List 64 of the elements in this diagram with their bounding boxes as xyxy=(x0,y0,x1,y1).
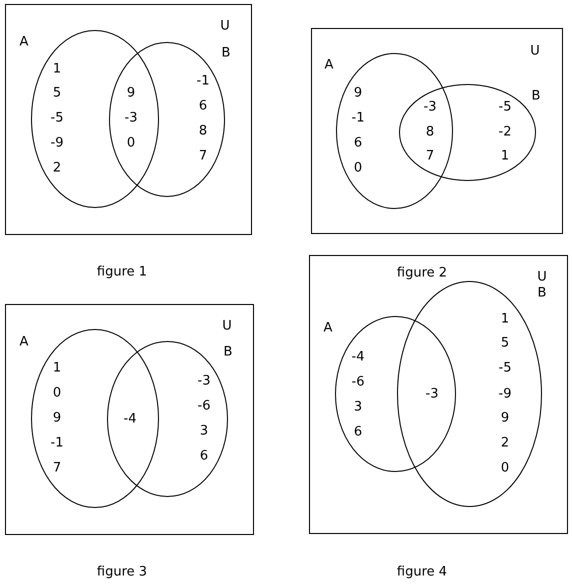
universal-set-rectangle xyxy=(311,28,563,234)
figure-caption: figure 2 xyxy=(396,266,448,280)
set-element: 9 xyxy=(52,412,62,424)
set-element: 1 xyxy=(52,362,62,374)
set-element: -4 xyxy=(124,412,136,426)
set-element: 0 xyxy=(126,136,136,150)
figure-caption: figure 4 xyxy=(396,566,448,578)
set-label: A xyxy=(324,322,332,334)
set-element: -9 xyxy=(50,136,64,150)
set-element: 8 xyxy=(198,124,208,138)
figure-caption: figure 1 xyxy=(96,266,148,278)
set-label: A xyxy=(324,58,334,72)
set-element: 3 xyxy=(354,400,362,414)
set-element: 0 xyxy=(500,462,510,474)
set-element: 3 xyxy=(200,424,208,438)
set-element: 1 xyxy=(500,312,510,326)
set-element: 6 xyxy=(354,426,362,438)
set-element: -2 xyxy=(498,126,512,138)
set-element: -3 xyxy=(426,388,438,400)
set-element: -1 xyxy=(50,436,64,450)
set-element: 6 xyxy=(200,450,208,462)
universal-set-label: U xyxy=(537,270,547,284)
universal-set-rectangle xyxy=(309,255,568,534)
universal-set-label: U xyxy=(222,320,232,332)
universal-set-rectangle xyxy=(5,304,254,535)
universal-set-label: U xyxy=(220,20,230,32)
set-element: 7 xyxy=(198,150,208,162)
set-element: 2 xyxy=(52,162,62,174)
set-label: A xyxy=(20,336,28,348)
set-element: -3 xyxy=(124,112,138,124)
set-element: -1 xyxy=(196,74,210,88)
set-element: 8 xyxy=(426,126,434,138)
set-element: 0 xyxy=(52,386,62,400)
set-element: 6 xyxy=(354,136,362,150)
set-label: B xyxy=(222,46,230,60)
set-element: 9 xyxy=(500,412,510,424)
set-element: 5 xyxy=(500,336,510,350)
universal-set-label: U xyxy=(530,44,540,58)
set-label: B xyxy=(532,90,540,102)
set-label: B xyxy=(538,286,546,300)
universal-set-rectangle xyxy=(5,4,252,235)
set-label: B xyxy=(224,346,232,358)
set-label: A xyxy=(20,36,28,48)
figure-caption: figure 3 xyxy=(96,566,148,578)
set-element: 9 xyxy=(126,86,136,100)
set-element: -3 xyxy=(198,374,210,388)
set-element: 5 xyxy=(52,86,62,100)
set-element: 1 xyxy=(500,150,510,162)
set-element: 9 xyxy=(354,86,362,100)
set-element: 0 xyxy=(354,162,362,174)
set-element: -9 xyxy=(498,388,512,400)
set-element: 7 xyxy=(52,462,62,474)
set-element: -5 xyxy=(498,362,512,374)
set-element: -4 xyxy=(352,350,364,364)
set-element: -6 xyxy=(198,400,210,412)
set-element: -1 xyxy=(352,112,364,124)
set-element: 6 xyxy=(198,100,208,112)
set-element: 2 xyxy=(500,436,510,450)
set-element: 1 xyxy=(52,62,62,76)
set-element: -3 xyxy=(424,100,436,114)
set-element: -5 xyxy=(50,112,64,124)
set-element: 7 xyxy=(426,150,434,162)
set-element: -5 xyxy=(498,100,512,114)
set-element: -6 xyxy=(352,376,364,388)
